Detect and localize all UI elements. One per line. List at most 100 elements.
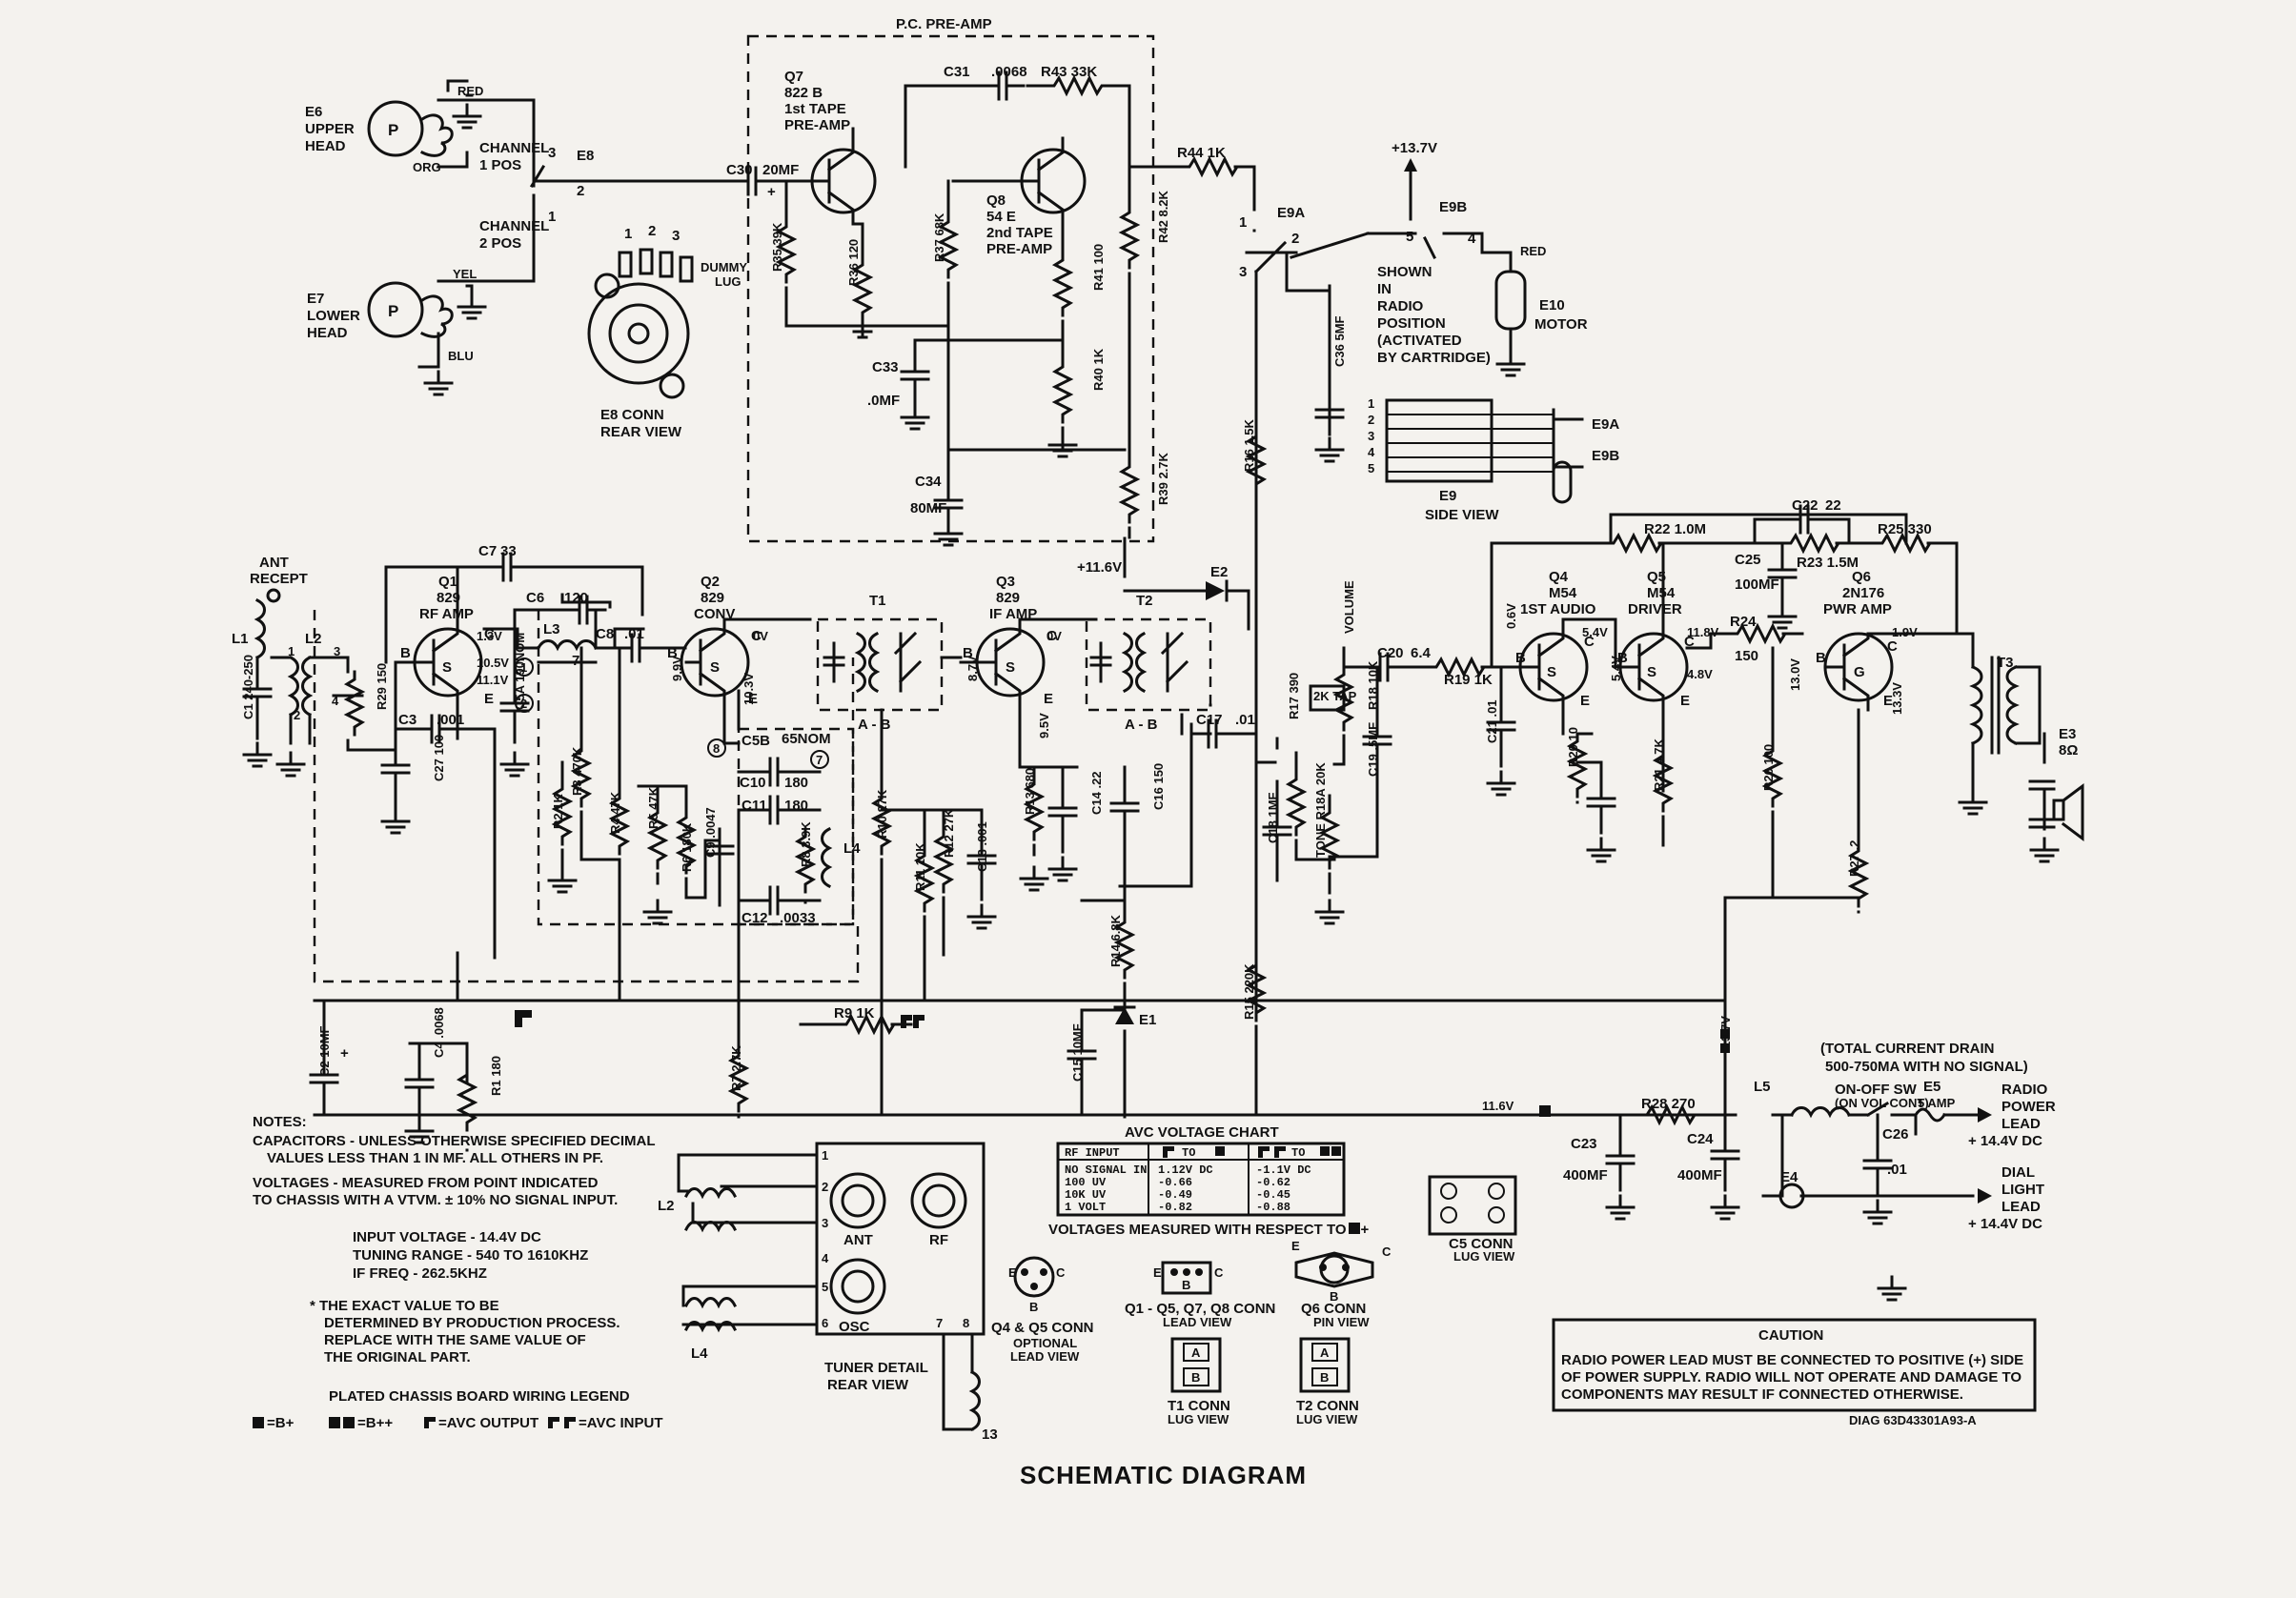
svg-text:PRE-AMP: PRE-AMP [784, 117, 850, 133]
svg-text:E2: E2 [1210, 564, 1228, 580]
svg-text:R8 3.9K: R8 3.9K [799, 821, 813, 867]
svg-text:B: B [1816, 650, 1826, 666]
svg-text:.0MF: .0MF [867, 393, 900, 409]
svg-text:THE ORIGINAL PART.: THE ORIGINAL PART. [324, 1349, 471, 1365]
svg-text:VOLUME: VOLUME [1342, 580, 1356, 634]
svg-text:AVC VOLTAGE CHART: AVC VOLTAGE CHART [1125, 1124, 1279, 1141]
svg-text:3: 3 [1368, 429, 1374, 443]
notes-block: NOTES: CAPACITORS - UNLESS OTHERWISE SPE… [253, 1114, 662, 1431]
svg-text:OPTIONAL: OPTIONAL [1013, 1336, 1077, 1350]
svg-text:C7: C7 [478, 543, 497, 559]
svg-text:R25 330: R25 330 [1878, 521, 1932, 537]
if-section: T1 A - B R10 27K R11 10K R12 27K C13 .00… [816, 536, 1258, 957]
svg-text:DUMMY: DUMMY [701, 260, 747, 274]
svg-text:R1 180: R1 180 [489, 1056, 503, 1096]
svg-text:E4: E4 [1780, 1169, 1798, 1185]
svg-text:=B++: =B++ [357, 1415, 393, 1431]
svg-text:C30: C30 [726, 162, 753, 178]
svg-text:TONE R18A 20K: TONE R18A 20K [1313, 762, 1328, 858]
svg-text:E: E [1580, 693, 1590, 709]
svg-text:E: E [1291, 1239, 1300, 1253]
svg-text:C23: C23 [1571, 1136, 1597, 1152]
svg-text:M54: M54 [1549, 585, 1577, 601]
svg-text:S: S [1547, 664, 1556, 680]
svg-text:E9B: E9B [1592, 448, 1619, 464]
svg-text:C: C [1584, 634, 1595, 650]
caution-box: CAUTION RADIO POWER LEAD MUST BE CONNECT… [1552, 1318, 2037, 1427]
svg-text:400MF: 400MF [1677, 1167, 1722, 1183]
avc-cell: -0.45 [1256, 1188, 1290, 1202]
svg-text:TUNER DETAIL: TUNER DETAIL [824, 1360, 928, 1376]
svg-text:1.3V: 1.3V [477, 629, 502, 643]
svg-text:C26: C26 [1882, 1126, 1909, 1143]
svg-text:DIAL: DIAL [2001, 1164, 2035, 1181]
svg-text:C13 .001: C13 .001 [975, 821, 989, 872]
svg-text:R36 120: R36 120 [846, 239, 861, 286]
svg-text:B: B [1182, 1278, 1190, 1292]
svg-text:5: 5 [822, 1280, 828, 1294]
svg-text:R24: R24 [1730, 614, 1757, 630]
avc-cell: -0.62 [1256, 1176, 1290, 1189]
svg-text:C: C [751, 628, 762, 644]
svg-text:100MF: 100MF [1735, 576, 1779, 593]
svg-text:B: B [1330, 1289, 1338, 1304]
e8-connector: 1 2 3 DUMMY LUG E8 CONN REAR VIEW [587, 223, 747, 440]
svg-text:RECEPT: RECEPT [250, 571, 308, 587]
svg-text:+ 14.4V DC: + 14.4V DC [1968, 1216, 2042, 1232]
svg-text:2: 2 [1291, 231, 1299, 247]
svg-text:3: 3 [548, 145, 556, 161]
svg-text:R21 4.7K: R21 4.7K [1652, 738, 1666, 791]
svg-text:E: E [1883, 693, 1893, 709]
svg-text:LUG VIEW: LUG VIEW [1168, 1412, 1229, 1426]
svg-text:4.8V: 4.8V [1687, 667, 1713, 681]
svg-text:B: B [1617, 650, 1628, 666]
svg-text:33: 33 [500, 543, 517, 559]
svg-text:TUNING RANGE - 540 TO 1610KHZ: TUNING RANGE - 540 TO 1610KHZ [353, 1247, 588, 1264]
svg-text:+13.7V: +13.7V [1392, 140, 1437, 156]
svg-text:LEAD: LEAD [2001, 1116, 2041, 1132]
svg-text:2: 2 [1368, 413, 1374, 427]
svg-text:C14 .22: C14 .22 [1089, 771, 1104, 815]
avc-cell: -0.88 [1256, 1201, 1290, 1214]
svg-text:C22: C22 [1792, 497, 1819, 514]
svg-text:8Ω: 8Ω [2059, 742, 2078, 759]
svg-text:R11 10K: R11 10K [913, 842, 927, 891]
svg-text:7: 7 [936, 1316, 943, 1330]
svg-text:L4: L4 [691, 1345, 708, 1362]
svg-text:5: 5 [1406, 229, 1413, 245]
svg-text:A: A [1320, 1345, 1330, 1360]
avc-cell: 1 VOLT [1065, 1201, 1106, 1214]
svg-text:5.4V: 5.4V [1582, 625, 1608, 639]
svg-text:CAUTION: CAUTION [1758, 1327, 1823, 1344]
svg-text:T1 CONN: T1 CONN [1168, 1398, 1230, 1414]
svg-text:C3: C3 [398, 712, 417, 728]
svg-text:C20: C20 [1377, 645, 1404, 661]
svg-text:20MF: 20MF [762, 162, 799, 178]
svg-text:1 POS: 1 POS [479, 157, 521, 173]
svg-text:2 POS: 2 POS [479, 235, 521, 252]
svg-text:REPLACE WITH THE SAME VALUE OF: REPLACE WITH THE SAME VALUE OF [324, 1332, 586, 1348]
svg-text:C5 CONN: C5 CONN [1449, 1236, 1514, 1252]
avc-voltage-chart: AVC VOLTAGE CHART RF INPUT TO TO NO SIGN… [1048, 1124, 1370, 1238]
avc-cell: -0.66 [1158, 1176, 1192, 1189]
svg-text:C34: C34 [915, 474, 942, 490]
svg-text:(TOTAL CURRENT DRAIN: (TOTAL CURRENT DRAIN [1820, 1041, 1995, 1057]
svg-text:C: C [1214, 1265, 1224, 1280]
svg-text:C17: C17 [1196, 712, 1223, 728]
svg-text:B: B [1029, 1300, 1038, 1314]
preamp-block: P.C. PRE-AMP Q7 822 B 1st TAPE PRE-AMP Q… [532, 16, 1256, 547]
svg-text:POWER: POWER [2001, 1099, 2056, 1115]
avc-cell: -0.82 [1158, 1201, 1192, 1214]
svg-text:C16 150: C16 150 [1151, 763, 1166, 810]
svg-text:VOLTAGES MEASURED WITH RESPECT: VOLTAGES MEASURED WITH RESPECT TO B+ [1048, 1222, 1370, 1238]
svg-text:ANT: ANT [259, 555, 289, 571]
svg-text:RADIO: RADIO [1377, 298, 1424, 314]
svg-text:C21 .01: C21 .01 [1485, 699, 1499, 743]
svg-text:.001: .001 [437, 712, 464, 728]
svg-text:C: C [1046, 628, 1057, 644]
svg-text:2: 2 [520, 697, 527, 711]
speaker-icon [2052, 783, 2084, 841]
svg-text:* THE EXACT VALUE TO BE: * THE EXACT VALUE TO BE [310, 1298, 499, 1314]
svg-text:LOWER: LOWER [307, 308, 360, 324]
